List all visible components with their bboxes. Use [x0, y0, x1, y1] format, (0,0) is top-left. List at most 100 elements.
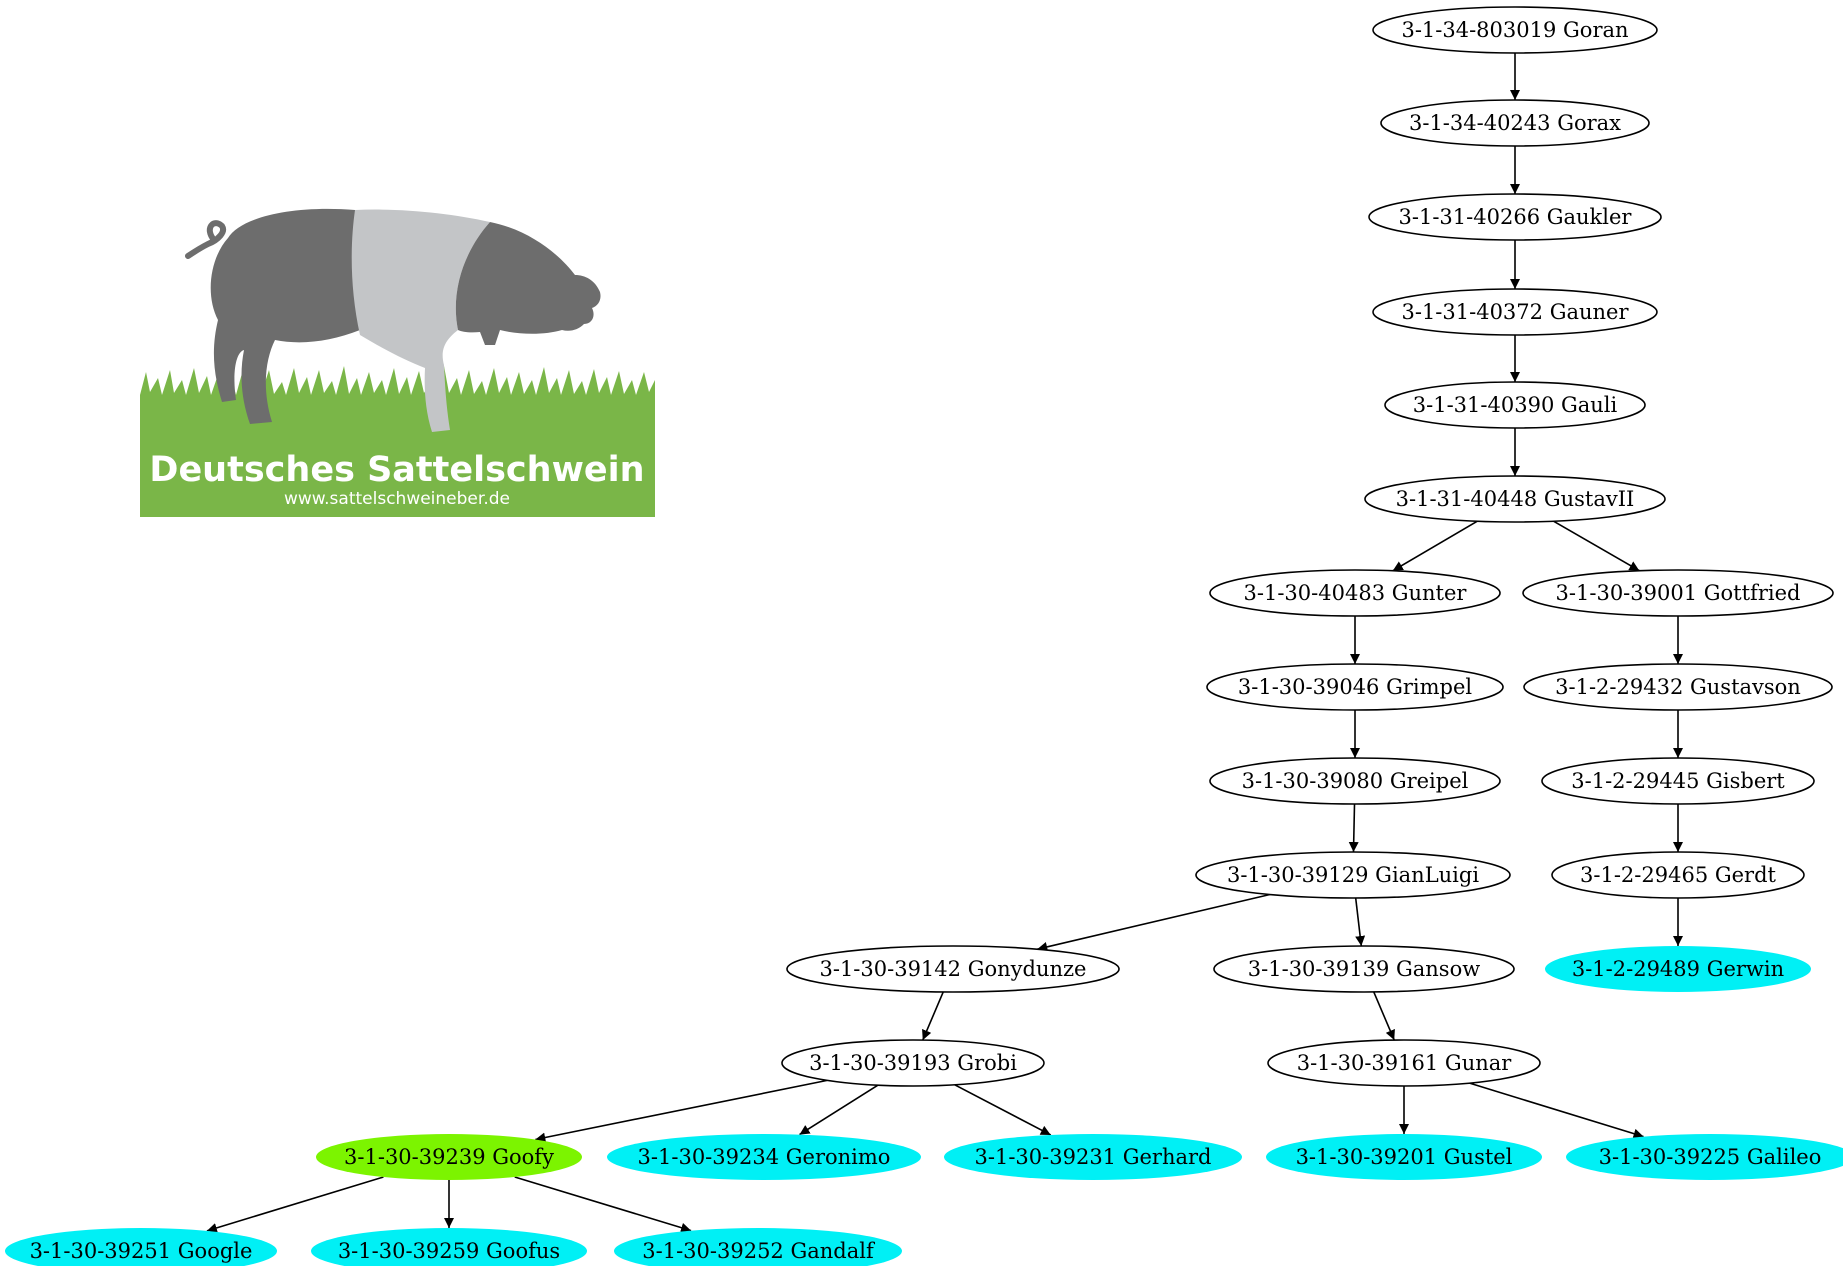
node-label: 3-1-30-39251 Google: [30, 1239, 253, 1263]
node-ellipse: [1551, 851, 1805, 899]
node-ellipse: [781, 1039, 1045, 1087]
edge-n16-n19: [1373, 991, 1395, 1041]
node-label: 3-1-2-29445 Gisbert: [1571, 769, 1785, 793]
node-label: 3-1-30-39161 Gunar: [1297, 1051, 1513, 1075]
edge-n20-n25: [206, 1176, 384, 1233]
node-ellipse: [1566, 1134, 1843, 1180]
node-label: 3-1-30-39001 Gottfried: [1556, 581, 1801, 605]
node-ellipse: [1364, 475, 1666, 523]
node-label: 3-1-30-40483 Gunter: [1244, 581, 1468, 605]
node-ellipse: [1213, 945, 1515, 993]
edge-n13-n15: [1037, 893, 1271, 952]
edge-n6-n8: [1553, 520, 1640, 572]
node-3-1-2-29445-gisbert: 3-1-2-29445 Gisbert: [1541, 757, 1815, 805]
node-3-1-31-40448-gustavii: 3-1-31-40448 GustavII: [1364, 475, 1666, 523]
node-label: 3-1-2-29432 Gustavson: [1555, 675, 1801, 699]
node-ellipse: [1372, 6, 1658, 54]
node-3-1-30-39001-gottfried: 3-1-30-39001 Gottfried: [1522, 569, 1834, 617]
edge-n18-n20: [535, 1079, 828, 1143]
node-3-1-30-39129-gianluigi: 3-1-30-39129 GianLuigi: [1195, 851, 1511, 899]
node-label: 3-1-31-40266 Gaukler: [1399, 205, 1633, 229]
node-3-1-30-39234-geronimo: 3-1-30-39234 Geronimo: [607, 1134, 921, 1180]
node-label: 3-1-31-40448 GustavII: [1396, 487, 1635, 511]
node-3-1-30-39252-gandalf: 3-1-30-39252 Gandalf: [614, 1228, 902, 1266]
node-3-1-30-39251-google: 3-1-30-39251 Google: [5, 1228, 277, 1266]
node-3-1-30-39239-goofy: 3-1-30-39239 Goofy: [316, 1134, 582, 1180]
node-label: 3-1-30-39046 Grimpel: [1238, 675, 1473, 699]
grass-blades: [140, 366, 655, 400]
node-ellipse: [1368, 193, 1662, 241]
edge-n13-n16: [1354, 897, 1366, 947]
node-label: 3-1-30-39080 Greipel: [1242, 769, 1469, 793]
node-ellipse: [1541, 757, 1815, 805]
node-label: 3-1-30-39231 Gerhard: [975, 1145, 1212, 1169]
node-ellipse: [614, 1228, 902, 1266]
node-ellipse: [944, 1134, 1242, 1180]
grass-background: [140, 395, 655, 517]
node-3-1-30-39142-gonydunze: 3-1-30-39142 Gonydunze: [786, 945, 1120, 993]
pig-tail: [185, 220, 226, 259]
node-label: 3-1-2-29489 Gerwin: [1572, 957, 1784, 981]
node-label: 3-1-30-39252 Gandalf: [642, 1239, 876, 1263]
node-3-1-30-39231-gerhard: 3-1-30-39231 Gerhard: [944, 1134, 1242, 1180]
node-label: 3-1-30-39129 GianLuigi: [1227, 863, 1479, 887]
logo-title: Deutsches Sattelschwein: [149, 450, 644, 490]
node-3-1-30-39046-grimpel: 3-1-30-39046 Grimpel: [1206, 663, 1504, 711]
node-ellipse: [1384, 381, 1646, 429]
node-3-1-2-29465-gerdt: 3-1-2-29465 Gerdt: [1551, 851, 1805, 899]
node-3-1-30-39259-goofus: 3-1-30-39259 Goofus: [311, 1228, 587, 1266]
node-label: 3-1-30-39225 Galileo: [1599, 1145, 1822, 1169]
node-3-1-30-39201-gustel: 3-1-30-39201 Gustel: [1266, 1134, 1542, 1180]
node-3-1-30-39193-grobi: 3-1-30-39193 Grobi: [781, 1039, 1045, 1087]
node-ellipse: [316, 1134, 582, 1180]
node-3-1-31-40266-gaukler: 3-1-31-40266 Gaukler: [1368, 193, 1662, 241]
node-ellipse: [1522, 569, 1834, 617]
node-3-1-34-40243-gorax: 3-1-34-40243 Gorax: [1380, 99, 1650, 147]
node-ellipse: [1267, 1039, 1541, 1087]
edge-n18-n22: [954, 1084, 1052, 1136]
edge-n6-n7: [1392, 520, 1478, 572]
node-label: 3-1-34-803019 Goran: [1401, 18, 1628, 42]
node-label: 3-1-30-39193 Grobi: [809, 1051, 1017, 1075]
node-ellipse: [311, 1228, 587, 1266]
pig-icon: [185, 208, 601, 432]
node-ellipse: [1195, 851, 1511, 899]
node-label: 3-1-31-40390 Gauli: [1413, 393, 1618, 417]
node-label: 3-1-30-39139 Gansow: [1248, 957, 1480, 981]
edge-n15-n18: [922, 991, 944, 1041]
node-3-1-2-29432-gustavson: 3-1-2-29432 Gustavson: [1523, 663, 1833, 711]
node-3-1-31-40372-gauner: 3-1-31-40372 Gauner: [1372, 288, 1658, 336]
node-label: 3-1-2-29465 Gerdt: [1580, 863, 1777, 887]
node-ellipse: [1209, 757, 1501, 805]
node-3-1-2-29489-gerwin: 3-1-2-29489 Gerwin: [1545, 946, 1811, 992]
node-3-1-34-803019-goran: 3-1-34-803019 Goran: [1372, 6, 1658, 54]
node-ellipse: [1523, 663, 1833, 711]
node-ellipse: [1266, 1134, 1542, 1180]
node-label: 3-1-34-40243 Gorax: [1409, 111, 1621, 135]
node-3-1-30-39225-galileo: 3-1-30-39225 Galileo: [1566, 1134, 1843, 1180]
node-ellipse: [1545, 946, 1811, 992]
node-label: 3-1-30-39142 Gonydunze: [819, 957, 1086, 981]
node-3-1-31-40390-gauli: 3-1-31-40390 Gauli: [1384, 381, 1646, 429]
node-label: 3-1-30-39234 Geronimo: [638, 1145, 891, 1169]
node-ellipse: [1209, 569, 1501, 617]
node-3-1-30-39139-gansow: 3-1-30-39139 Gansow: [1213, 945, 1515, 993]
edge-n20-n27: [514, 1176, 692, 1233]
edge-n19-n24: [1469, 1082, 1644, 1139]
node-ellipse: [1372, 288, 1658, 336]
node-3-1-30-40483-gunter: 3-1-30-40483 Gunter: [1209, 569, 1501, 617]
node-label: 3-1-30-39239 Goofy: [344, 1145, 554, 1169]
breed-logo: Deutsches Sattelschwein www.sattelschwei…: [140, 208, 655, 517]
node-ellipse: [5, 1228, 277, 1266]
node-ellipse: [1206, 663, 1504, 711]
node-ellipse: [786, 945, 1120, 993]
node-3-1-30-39080-greipel: 3-1-30-39080 Greipel: [1209, 757, 1501, 805]
logo-url: www.sattelschweineber.de: [284, 489, 510, 509]
node-3-1-30-39161-gunar: 3-1-30-39161 Gunar: [1267, 1039, 1541, 1087]
tree-nodes: 3-1-34-803019 Goran 3-1-34-40243 Gorax 3-1…: [5, 6, 1843, 1266]
node-ellipse: [607, 1134, 921, 1180]
edge-n18-n21: [799, 1084, 879, 1136]
node-label: 3-1-30-39201 Gustel: [1296, 1145, 1513, 1169]
node-ellipse: [1380, 99, 1650, 147]
